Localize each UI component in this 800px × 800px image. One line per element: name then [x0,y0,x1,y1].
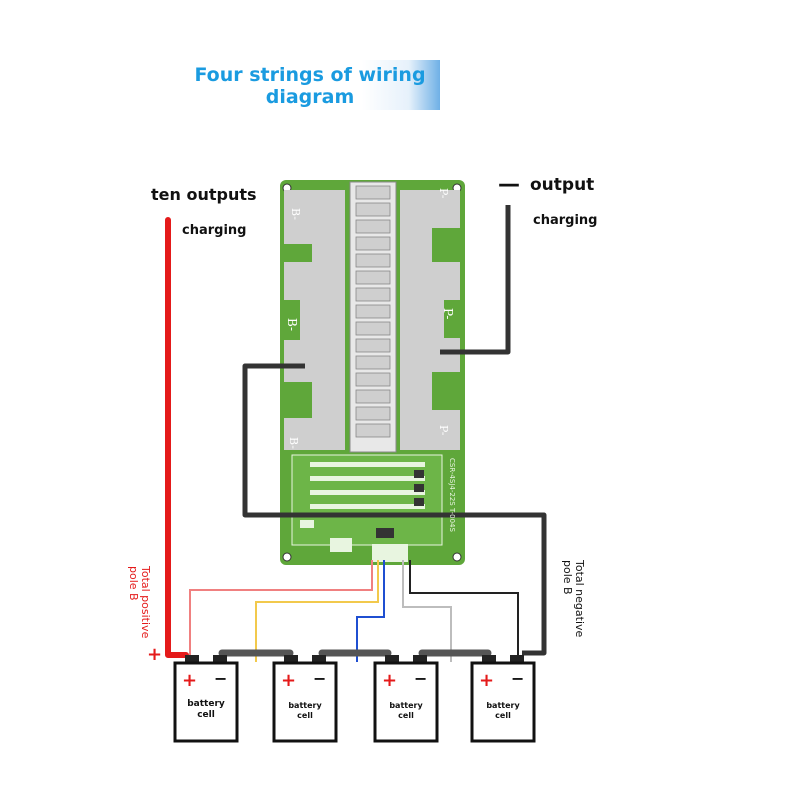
pcb-side-text: CSR-4SJ4-22S T-004S [448,458,456,532]
cell-2-label-2: cell [297,711,313,720]
balance-wire-black [409,560,519,662]
cell-2-label-1: battery [288,701,322,710]
total-negative-pole-label: Total negative pole B [561,560,586,638]
cell-1-minus: − [214,669,227,688]
battery-cell-2 [272,655,338,743]
cell-1-plus: + [182,670,197,691]
total-positive-pole-label: Total positive pole B [127,566,152,639]
mount-hole-bl [282,552,292,562]
cell-4-minus: − [511,669,524,688]
circuit-components [300,462,425,562]
cell-4-plus: + [479,670,494,691]
cell-2-plus: + [281,670,296,691]
total-negative-wire [242,363,547,656]
output-charging-wire [440,205,511,355]
cell-3-text: + − battery cell [382,669,427,720]
battery-cell-4 [470,655,536,743]
cell-3-label-2: cell [398,711,414,720]
cell-2-minus: − [313,669,326,688]
positive-plus-sign: + [147,644,162,665]
pcb-label-b-minus-mid: B- [285,318,299,331]
output-minus-sign: — [498,172,520,197]
mosfet-chips [355,185,391,438]
battery-cell-3 [373,655,439,743]
cell-3-minus: − [414,669,427,688]
cell-4-text: + − battery cell [479,669,524,720]
pad-p-minus [400,190,460,450]
pad-b-minus [284,190,345,450]
cell-4-label-1: battery [486,701,520,710]
pcb-label-p-minus-top: P- [437,188,450,199]
title-line-2: diagram [265,86,355,108]
diagram-title: Four strings of wiring diagram [180,60,440,110]
balance-wire-gray [402,560,452,662]
title-line-1: Four strings of wiring [194,64,426,86]
balance-wire-red [189,560,373,662]
cell-4-label-2: cell [495,711,511,720]
cell-3-plus: + [382,670,397,691]
left-charging-label: charging [182,223,247,238]
pcb-label-b-minus-top: B- [289,208,302,220]
battery-cell-1 [173,655,239,743]
ten-outputs-label: ten outputs [151,185,257,204]
cell-1-text: + − battery cell [182,669,227,720]
balance-wire-blue [356,560,385,662]
pcb-label-b-minus-bot: B- [287,437,300,449]
cell-3-label-1: battery [389,701,423,710]
balance-wire-yellow [255,560,379,662]
pcb-label-p-minus-bot: P- [437,425,450,436]
right-charging-label: charging [533,213,598,228]
mount-hole-br [452,552,462,562]
cell-1-label-1: battery [187,699,225,709]
circuit-chips [376,470,424,538]
cell-2-text: + − battery cell [281,669,326,720]
pcb-label-p-minus-mid: P- [441,308,455,319]
output-label: output [530,175,595,195]
cell-1-label-2: cell [197,710,215,720]
positive-total-wire [165,217,189,658]
